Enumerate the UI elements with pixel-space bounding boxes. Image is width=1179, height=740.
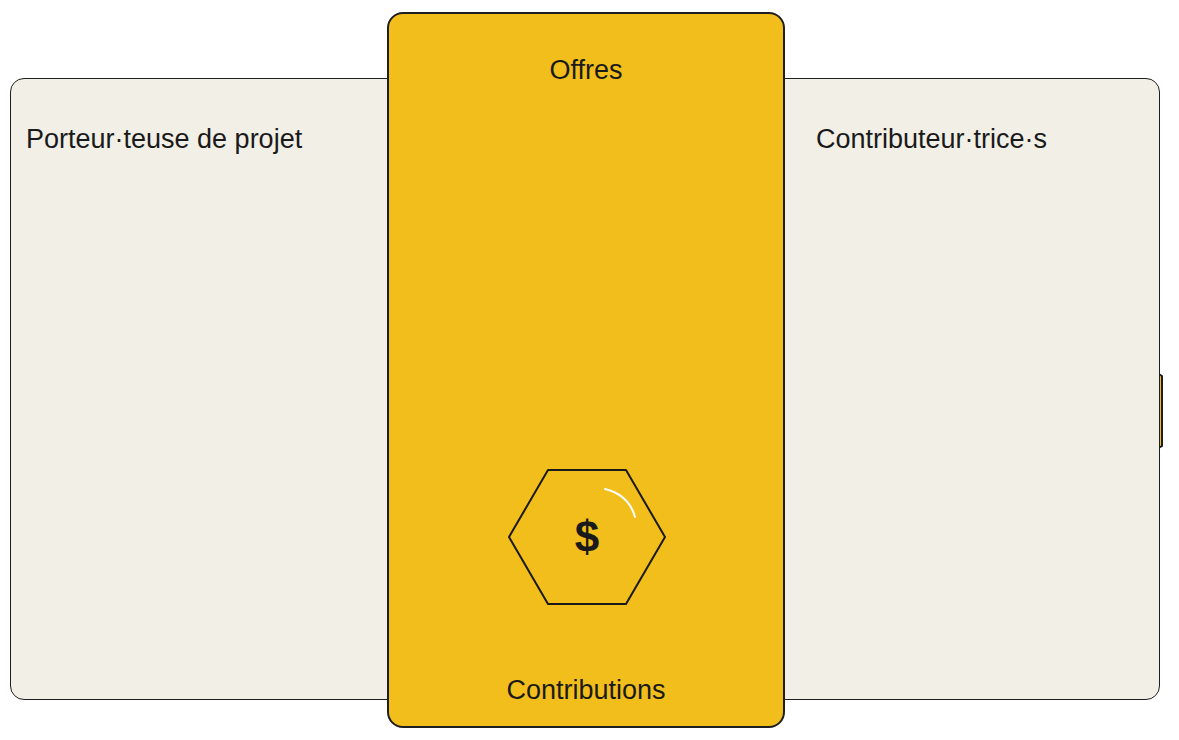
offers-band: OffresContributions $	[387, 12, 785, 728]
heading-text: Porteur·teuse de projet	[26, 123, 302, 155]
project-owner-panel: Porteur·teuse de projet	[10, 78, 410, 700]
money-hexagon: $	[507, 467, 667, 607]
symbol-text: $	[507, 515, 667, 559]
contributors-panel: Contributeur·trice·s	[760, 78, 1160, 700]
heading-text: Contributeur·trice·s	[816, 123, 1047, 155]
heading-text: Contributions	[389, 674, 783, 706]
heading-text: Offres	[389, 54, 783, 86]
